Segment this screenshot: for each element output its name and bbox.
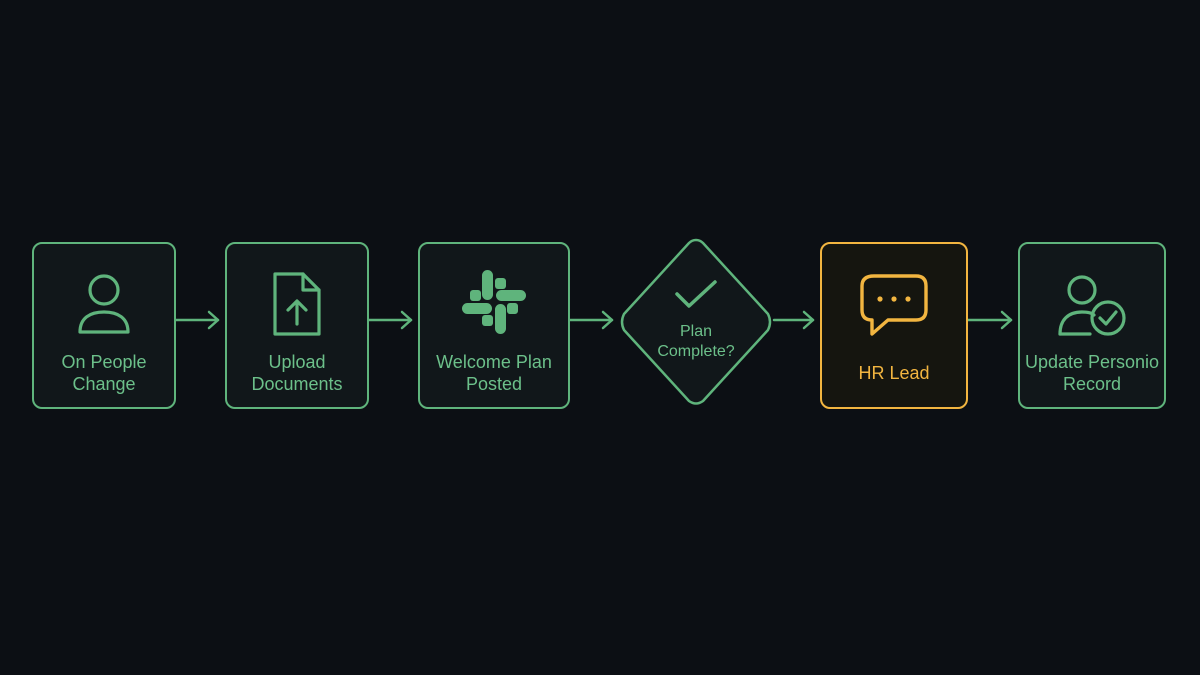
arrow-2 — [367, 310, 413, 330]
decision-diamond — [620, 238, 772, 405]
step-welcome-plan-posted[interactable]: Welcome Plan Posted — [418, 242, 570, 409]
step-label: HR Lead — [858, 363, 930, 383]
step-hr-lead[interactable]: HR Lead — [820, 242, 968, 409]
step-label: On People Change — [61, 352, 147, 394]
user-check-icon — [1020, 272, 1164, 338]
arrow-1 — [174, 310, 220, 330]
chat-bubble-icon — [822, 270, 966, 342]
checkmark-icon — [617, 278, 775, 310]
decision-label: Plan Complete? — [657, 323, 735, 360]
file-upload-icon — [227, 270, 367, 338]
step-label: Welcome Plan Posted — [436, 352, 552, 394]
step-label: Update Personio Record — [1024, 352, 1160, 394]
step-update-personio-record[interactable]: Update Personio Record — [1018, 242, 1166, 409]
user-icon — [34, 270, 174, 338]
decision-plan-complete[interactable]: Plan Complete? — [617, 236, 775, 408]
arrow-4 — [772, 310, 815, 330]
slack-icon — [420, 268, 568, 336]
step-label: Upload Documents — [251, 352, 343, 394]
arrow-5 — [966, 310, 1013, 330]
arrow-3 — [568, 310, 614, 330]
step-on-people-change[interactable]: On People Change — [32, 242, 176, 409]
step-upload-documents[interactable]: Upload Documents — [225, 242, 369, 409]
